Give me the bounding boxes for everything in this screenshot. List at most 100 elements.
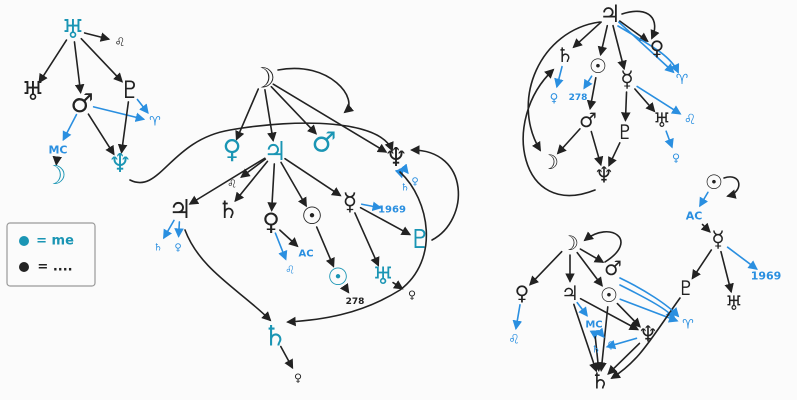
edge-b9-b18 <box>279 229 299 248</box>
edges-layer <box>38 20 758 375</box>
edge-b1-b4 <box>270 85 318 135</box>
symbol-node-a9: ♈ <box>149 115 161 130</box>
symbol-node-c13: ☽ <box>541 150 559 174</box>
edge-a1-a2 <box>83 32 111 42</box>
edge-a5-a8 <box>117 101 130 155</box>
curve-cv-c14-c2 <box>522 68 596 197</box>
symbol-node-c1: ♃ <box>599 0 621 28</box>
symbol-node-b8: ♄ <box>217 196 239 224</box>
symbol-node-c12: ♌ <box>684 112 697 128</box>
legend-other-dot <box>19 262 29 272</box>
symbol-node-d6: ♇ <box>677 276 695 300</box>
curve-cv-d1-d1 <box>723 176 740 199</box>
edge-d1-d2 <box>699 191 709 208</box>
edge-e5-e9 <box>616 302 641 328</box>
symbol-node-c8: ♈ <box>676 72 689 88</box>
legend-me-dot <box>19 236 29 246</box>
symbol-node-a8: ♆ <box>108 149 131 179</box>
symbol-node-b7: ♃ <box>168 195 191 225</box>
edge-a4-a8 <box>87 113 115 156</box>
legend: = me = .... <box>6 222 96 287</box>
symbol-node-a5: ♇ <box>119 76 141 104</box>
edge-e9-e12 <box>607 342 641 375</box>
curve-cv-b1-b4 <box>277 67 354 114</box>
symbol-node-e1: ☽ <box>561 231 579 255</box>
curve-cv-e2-e7 <box>619 277 680 318</box>
symbol-node-d5: ♅ <box>725 291 743 315</box>
edge-c10-c14 <box>608 142 621 167</box>
symbol-node-b17: ♌ <box>285 264 295 277</box>
symbol-node-b19: ♇ <box>408 225 431 255</box>
edge-a1-a5 <box>80 37 124 83</box>
symbol-node-b10: ☉ <box>301 202 323 230</box>
legend-other-label: = .... <box>37 260 72 275</box>
edge-a1-a3 <box>38 39 68 84</box>
edge-b3-b8 <box>234 160 269 203</box>
curve-cv-e2-e1 <box>583 230 622 263</box>
edge-e9-e10 <box>605 337 638 350</box>
symbol-node-d3: ☿ <box>711 228 725 253</box>
edge-e3-e8 <box>512 304 523 331</box>
edge-c9-c13 <box>556 128 581 155</box>
edge-b11-b19 <box>359 206 412 236</box>
symbol-node-b20: ☉ <box>327 263 349 291</box>
symbol-node-b25: ♀ <box>294 372 302 385</box>
symbol-node-e12: ♄ <box>590 370 610 395</box>
edge-c1-c3 <box>597 24 609 57</box>
edge-b11-b12 <box>360 201 383 212</box>
symbol-node-a3: ♅ <box>21 77 44 107</box>
edge-e1-e5 <box>576 251 603 287</box>
edge-c1-c8 <box>618 21 675 74</box>
edge-a5-a9 <box>136 98 149 115</box>
edge-d3-d4 <box>726 246 758 270</box>
symbol-node-e2: ♂ <box>604 256 622 280</box>
edge-b3-b9 <box>267 163 277 212</box>
edge-e4-e12 <box>573 303 599 373</box>
symbol-node-e3: ♀ <box>515 281 530 305</box>
symbol-node-b5: ♆ <box>384 143 407 173</box>
symbol-node-b15: ♄ <box>401 183 410 194</box>
label-node-c7: 278 <box>569 93 588 103</box>
symbol-node-b1: ☽ <box>250 62 275 95</box>
curve-cv-c1-c8b <box>617 25 680 74</box>
curve-cv-b7-b24 <box>184 229 272 322</box>
edge-b1-b3 <box>264 89 277 143</box>
symbol-node-c9: ♂ <box>579 108 597 132</box>
symbol-node-c6: ♀ <box>550 91 559 105</box>
curve-cv-b5-b24 <box>286 171 428 327</box>
symbol-node-b23: ♀ <box>408 289 416 302</box>
edge-d3-d6 <box>691 249 713 280</box>
legend-me-label: = me <box>36 234 74 249</box>
edge-b5-b16 <box>399 163 409 175</box>
edge-e6-e11 <box>594 327 605 339</box>
symbol-node-d1: ☉ <box>705 170 723 194</box>
edge-d2-d3 <box>700 222 711 233</box>
edge-c4-c12 <box>636 85 682 115</box>
edge-a4-a6 <box>62 113 78 142</box>
symbol-node-b16: ♀ <box>411 177 418 188</box>
symbol-node-b11: ☿ <box>343 188 358 216</box>
edge-b1-b2 <box>235 88 260 141</box>
symbol-node-c14: ♆ <box>594 164 614 189</box>
symbol-node-e4: ♃ <box>561 281 579 305</box>
symbol-node-c15: ♀ <box>672 152 680 165</box>
label-node-b22: 278 <box>346 297 365 307</box>
edge-b7-b14 <box>174 221 184 238</box>
edge-e4-e9 <box>579 297 640 331</box>
edge-b9-b17 <box>274 232 288 261</box>
symbol-node-c3: ☉ <box>589 54 607 78</box>
symbol-node-e5: ☉ <box>600 283 618 307</box>
legend-box <box>6 222 96 287</box>
symbol-node-b21: ♅ <box>372 262 394 290</box>
symbol-node-c5: ♀ <box>650 36 665 60</box>
edge-b10-b20 <box>315 226 335 268</box>
symbol-node-a7: ☽ <box>43 161 66 191</box>
edge-c3-c9 <box>586 76 597 111</box>
edge-b24-b25 <box>279 345 294 370</box>
edge-b20-b22 <box>339 283 350 294</box>
symbol-node-a4: ♂ <box>70 89 93 119</box>
edge-a1-a4 <box>73 41 85 94</box>
curve-cv-a8-b5 <box>129 122 394 184</box>
symbol-node-c2: ♄ <box>556 43 574 67</box>
